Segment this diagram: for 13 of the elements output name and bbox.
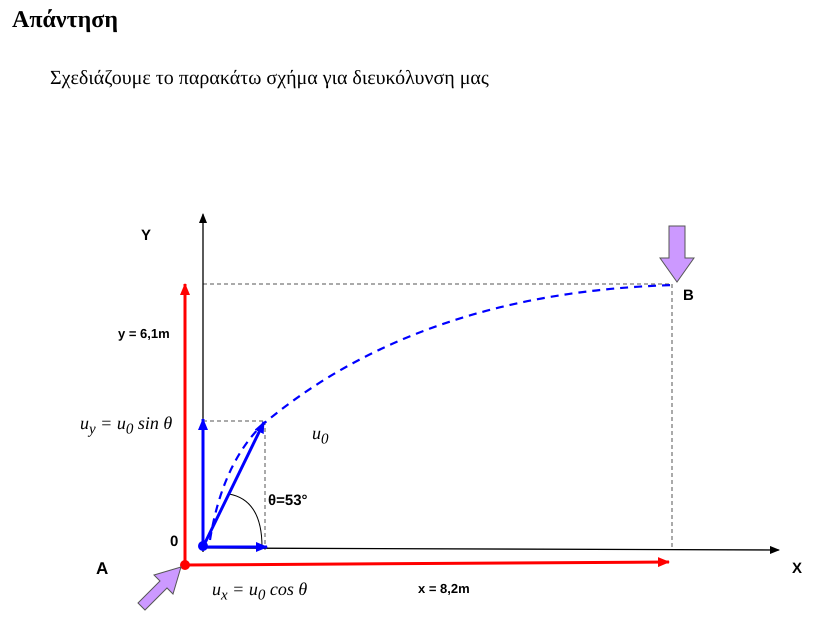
point-label: A xyxy=(96,560,108,577)
axis-label: Y xyxy=(141,228,152,243)
heading: Απάντηση xyxy=(12,8,118,32)
angle-label: θ=53° xyxy=(268,493,308,508)
point-label: B xyxy=(683,288,694,303)
axis-label: X xyxy=(792,561,802,576)
formula-label: u$_{x}$ = u$_{0}$ cos θ xyxy=(212,580,308,604)
origin-label: 0 xyxy=(170,534,178,549)
formula-label: u$_{y}$ = u$_{0}$ sin θ xyxy=(80,414,172,438)
intro-text: Σχεδιάζουμε το παρακάτω σχήμα για διευκόλυνση μας xyxy=(50,68,489,88)
height-label: y = 6,1m xyxy=(118,327,170,340)
vector-label: u$_{0}$ xyxy=(312,424,328,448)
distance-label: x = 8,2m xyxy=(418,582,470,595)
